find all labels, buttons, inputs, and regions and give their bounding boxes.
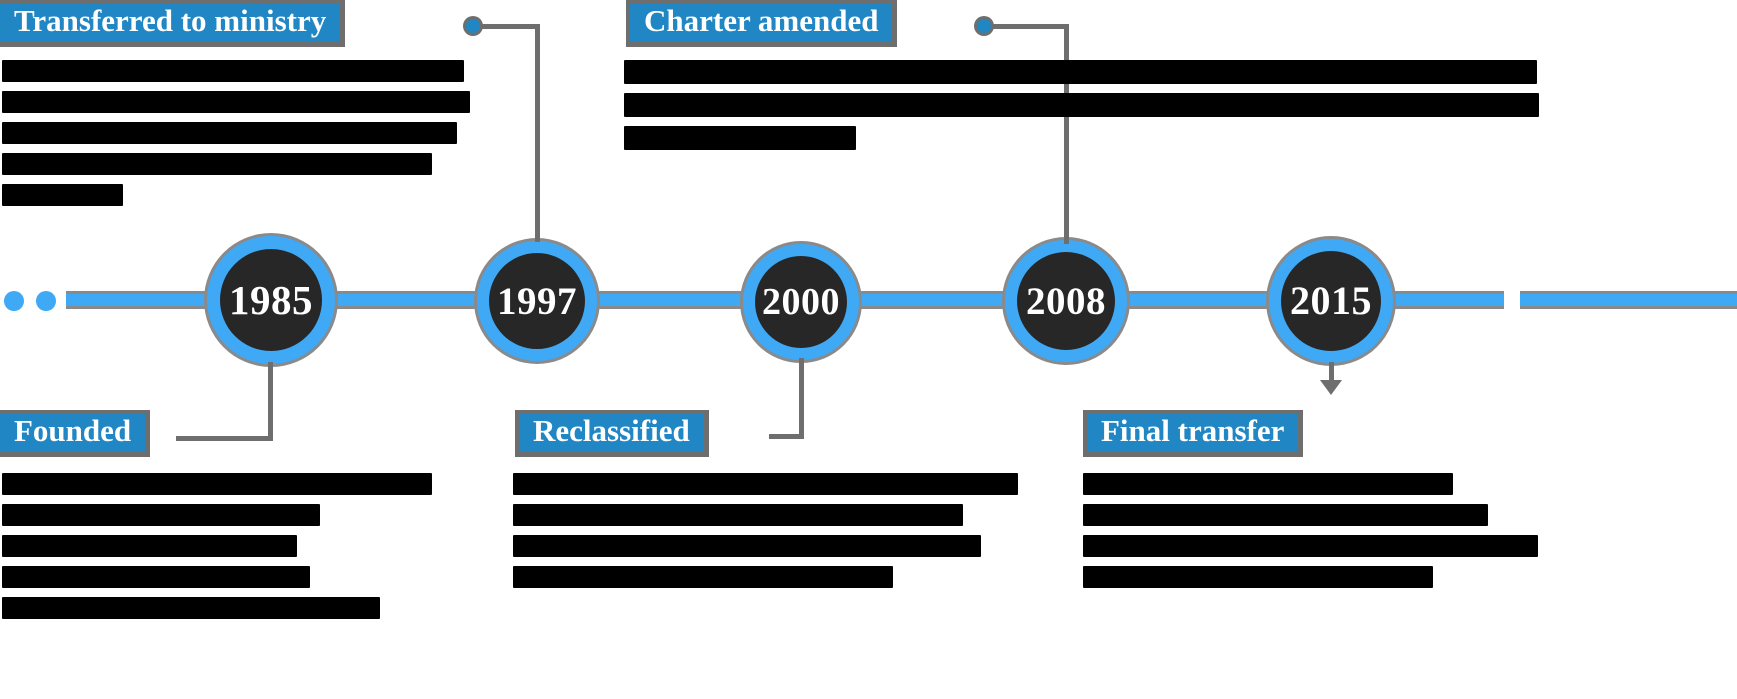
redacted-line bbox=[2, 153, 432, 175]
connector-endpoint-dot-transferred-to-ministry bbox=[466, 19, 480, 33]
redacted-line bbox=[2, 566, 310, 588]
timeline-continuation-dash-right bbox=[1520, 291, 1737, 309]
timeline-spine-segment-end bbox=[1384, 291, 1504, 309]
redacted-line bbox=[624, 60, 1537, 84]
timeline-node-2000-year: 2000 bbox=[762, 281, 840, 323]
callout-body-founded bbox=[2, 473, 442, 628]
callout-body-charter-amended bbox=[624, 60, 1544, 159]
timeline-node-1985[interactable]: 1985 bbox=[207, 236, 335, 364]
timeline-spine-segment-start bbox=[66, 291, 216, 309]
redacted-line bbox=[513, 504, 963, 526]
connector-final-transfer-vertical bbox=[1329, 362, 1334, 384]
callout-chip-founded[interactable]: Founded bbox=[0, 410, 151, 457]
timeline-node-1985-disc: 1985 bbox=[220, 249, 322, 351]
callout-label-reclassified: Reclassified bbox=[533, 413, 690, 448]
timeline-node-2000[interactable]: 2000 bbox=[743, 244, 859, 360]
timeline-node-1997-disc: 1997 bbox=[489, 253, 585, 349]
redacted-line bbox=[624, 93, 1539, 117]
timeline-spine-segment-1997-2000 bbox=[588, 291, 750, 309]
connector-endpoint-dot-charter-amended bbox=[977, 19, 991, 33]
connector-charter-amended-horizontal bbox=[980, 24, 1068, 29]
redacted-line bbox=[2, 122, 457, 144]
callout-body-transferred-to-ministry bbox=[2, 60, 482, 215]
timeline-node-2000-disc: 2000 bbox=[755, 256, 847, 348]
callout-label-founded: Founded bbox=[14, 413, 132, 448]
timeline-spine-segment-2008-2015 bbox=[1118, 291, 1278, 309]
callout-body-reclassified bbox=[513, 473, 1033, 597]
redacted-line bbox=[513, 566, 893, 588]
callout-label-final-transfer: Final transfer bbox=[1101, 413, 1285, 448]
timeline-node-1997[interactable]: 1997 bbox=[477, 241, 597, 361]
redacted-line bbox=[2, 473, 432, 495]
connector-transferred-to-ministry-vertical bbox=[535, 24, 540, 242]
timeline-node-2015-disc: 2015 bbox=[1281, 251, 1381, 351]
redacted-line bbox=[1083, 504, 1488, 526]
redacted-line bbox=[1083, 535, 1538, 557]
redacted-line bbox=[513, 535, 981, 557]
redacted-line bbox=[2, 597, 380, 619]
timeline-continuation-dot-left-2 bbox=[36, 291, 56, 311]
timeline-spine-segment-2000-2008 bbox=[851, 291, 1013, 309]
timeline-node-2015[interactable]: 2015 bbox=[1269, 239, 1393, 363]
redacted-line bbox=[2, 184, 123, 206]
callout-chip-transferred-to-ministry[interactable]: Transferred to ministry bbox=[0, 0, 346, 47]
redacted-line bbox=[624, 126, 856, 150]
redacted-line bbox=[2, 535, 297, 557]
connector-transferred-to-ministry-horizontal bbox=[470, 24, 538, 29]
timeline-node-1985-year: 1985 bbox=[229, 276, 313, 323]
callout-body-final-transfer bbox=[1083, 473, 1553, 597]
redacted-line bbox=[2, 504, 320, 526]
callout-chip-reclassified[interactable]: Reclassified bbox=[515, 410, 709, 457]
timeline-spine-segment-1985-1997 bbox=[326, 291, 486, 309]
redacted-line bbox=[513, 473, 1018, 495]
connector-reclassified-vertical bbox=[799, 358, 804, 438]
timeline-node-2015-year: 2015 bbox=[1290, 278, 1372, 323]
redacted-line bbox=[2, 91, 470, 113]
callout-label-transferred-to-ministry: Transferred to ministry bbox=[14, 3, 327, 38]
callout-chip-charter-amended[interactable]: Charter amended bbox=[626, 0, 898, 47]
connector-arrow-final-transfer bbox=[1320, 380, 1342, 395]
redacted-line bbox=[1083, 473, 1453, 495]
timeline-node-2008-year: 2008 bbox=[1026, 279, 1106, 323]
redacted-line bbox=[1083, 566, 1433, 588]
timeline-node-1997-year: 1997 bbox=[497, 279, 577, 323]
connector-reclassified-horizontal bbox=[769, 434, 804, 439]
redacted-line bbox=[2, 60, 464, 82]
timeline-continuation-dot-left-1 bbox=[4, 291, 24, 311]
callout-label-charter-amended: Charter amended bbox=[644, 3, 879, 38]
connector-charter-amended-vertical bbox=[1064, 24, 1069, 244]
callout-chip-final-transfer[interactable]: Final transfer bbox=[1083, 410, 1304, 457]
connector-founded-vertical bbox=[268, 362, 273, 440]
timeline-node-2008-disc: 2008 bbox=[1017, 252, 1115, 350]
timeline-node-2008[interactable]: 2008 bbox=[1005, 240, 1127, 362]
connector-founded-horizontal bbox=[176, 436, 273, 441]
